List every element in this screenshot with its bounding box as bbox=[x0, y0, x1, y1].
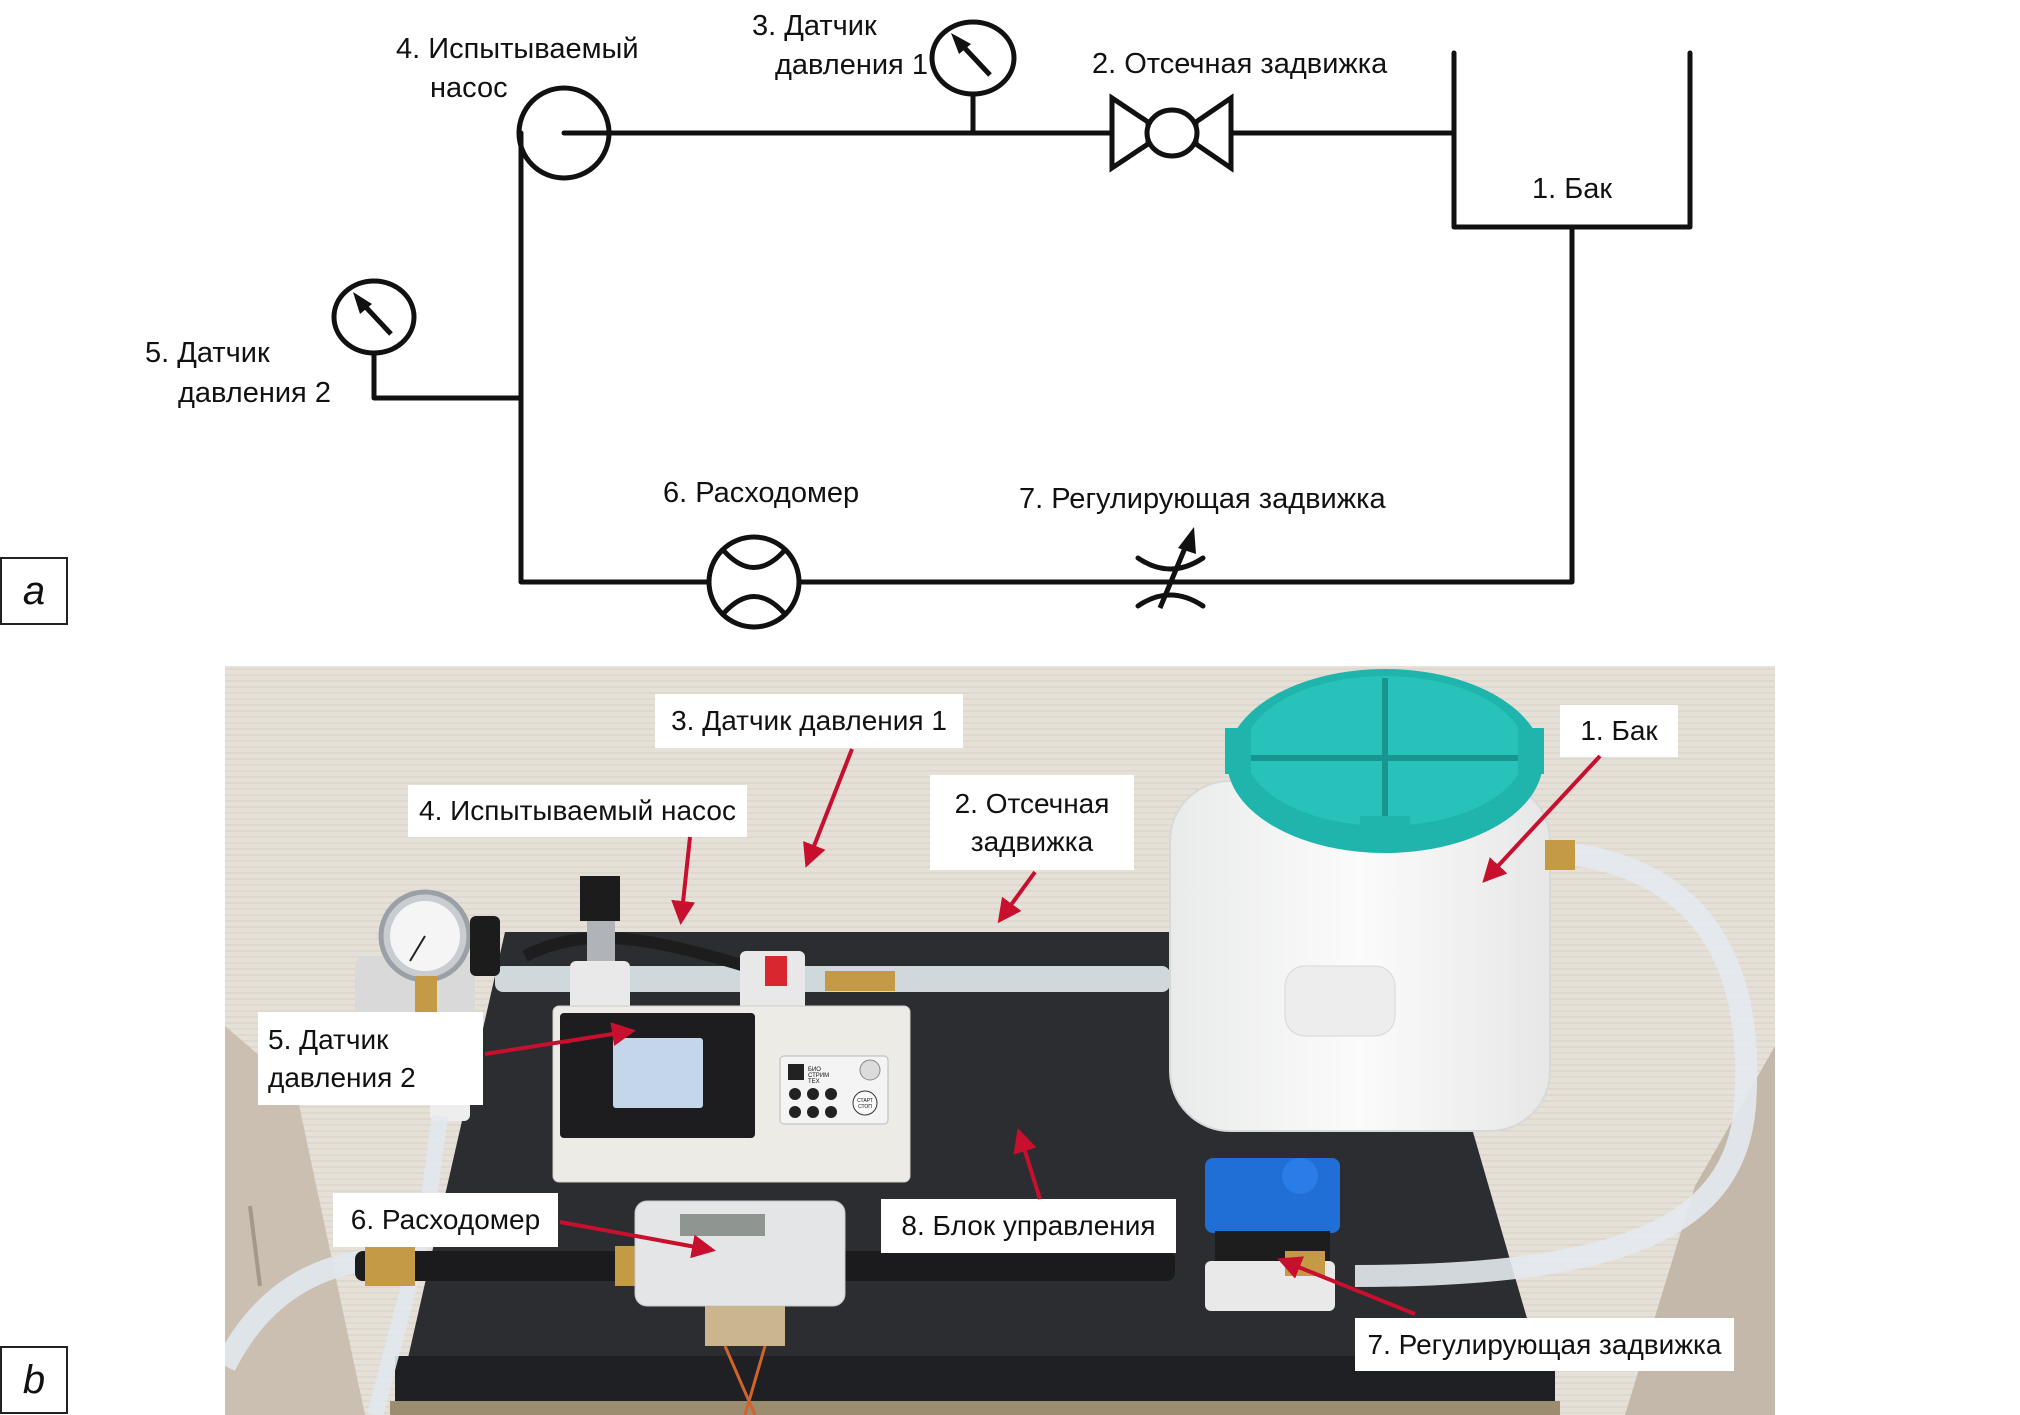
label-flowmeter: 6. Расходомер bbox=[663, 477, 859, 509]
hydraulic-scheme: 1. Бак 4. Испытываемый насос 3. Датчик д… bbox=[145, 10, 1693, 630]
callout-pump: 4. Испытываемый насос bbox=[408, 785, 747, 837]
pipe-sensor2-branch bbox=[371, 349, 524, 401]
label-sensor2-line1: 5. Датчик bbox=[145, 337, 270, 369]
pipe-left bbox=[518, 130, 712, 585]
label-shutoff-valve: 2. Отсечная задвижка bbox=[1092, 48, 1388, 80]
callout-shutoff-valve: 2. Отсечная задвижка bbox=[930, 775, 1134, 870]
brand-line1: БИО bbox=[808, 1067, 821, 1073]
label-pump-line2: насос bbox=[430, 72, 508, 104]
pump-symbol bbox=[516, 85, 612, 183]
return-hose bbox=[1354, 841, 1758, 1287]
label-sensor2-line2: давления 2 bbox=[178, 377, 331, 409]
regulating-valve bbox=[1205, 1158, 1340, 1311]
regulating-valve-icon bbox=[1135, 527, 1206, 609]
label-sensor1-line2: давления 1 bbox=[775, 49, 928, 81]
stop-label: СТОП bbox=[858, 1104, 872, 1110]
label-pump-line1: 4. Испытываемый bbox=[396, 33, 639, 65]
control-unit bbox=[552, 1005, 911, 1183]
start-label: СТАРТ bbox=[857, 1098, 873, 1104]
callout-pressure-sensor-2: 5. Датчик давления 2 bbox=[258, 1012, 483, 1105]
brand-line3: ТЕХ bbox=[808, 1079, 820, 1085]
shutoff-valve-icon bbox=[1109, 93, 1234, 173]
label-tank: 1. Бак bbox=[1532, 173, 1612, 205]
panel-label-b: b bbox=[0, 1346, 68, 1414]
brand-line2: СТРИМ bbox=[808, 1073, 829, 1079]
panel-label-a: a bbox=[0, 557, 68, 625]
tank-canister bbox=[1169, 669, 1551, 1132]
pressure-gauge-2-icon bbox=[331, 278, 417, 356]
callout-flowmeter: 6. Расходомер bbox=[333, 1193, 558, 1247]
callout-tank: 1. Бак bbox=[1560, 705, 1678, 757]
tank-symbol bbox=[1451, 50, 1693, 230]
callout-regulating-valve: 7. Регулирующая задвижка bbox=[1355, 1318, 1734, 1371]
label-sensor1-line1: 3. Датчик bbox=[752, 10, 877, 42]
pipe-bottom bbox=[796, 224, 1575, 585]
shutoff-valve bbox=[740, 951, 895, 1021]
label-regulating-valve: 7. Регулирующая задвижка bbox=[1019, 483, 1386, 515]
callout-pressure-sensor-1: 3. Датчик давления 1 bbox=[655, 694, 963, 748]
flowmeter-icon bbox=[706, 534, 802, 630]
inlet-hose bbox=[225, 1250, 367, 1372]
pressure-gauge-1-icon bbox=[929, 19, 1017, 97]
callout-control-unit: 8. Блок управления bbox=[881, 1199, 1176, 1253]
